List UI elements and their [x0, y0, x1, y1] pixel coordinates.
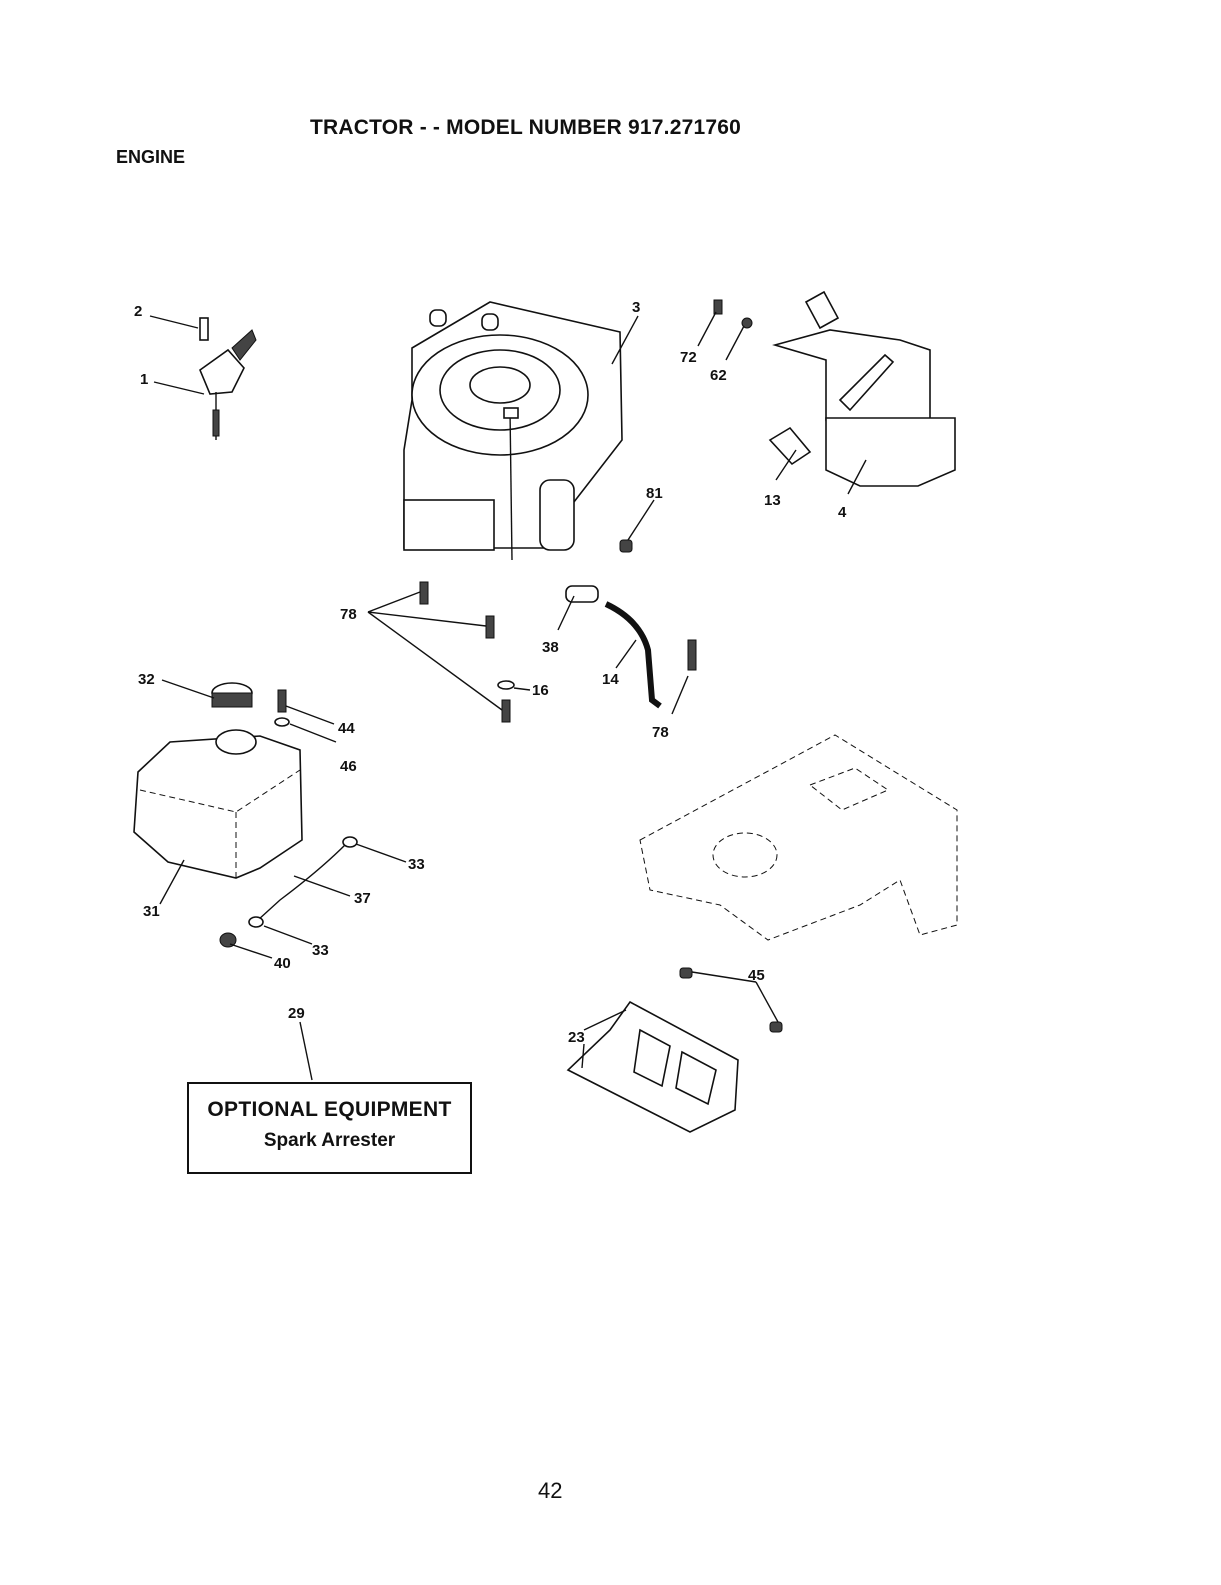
- callout-33: 33: [408, 856, 425, 873]
- callout-78: 78: [652, 724, 669, 741]
- callout-2: 2: [134, 303, 142, 320]
- callout-31: 31: [143, 903, 160, 920]
- clamp-part: [343, 837, 357, 847]
- exhaust-gasket-upper-part: [806, 292, 838, 328]
- callout-29: 29: [288, 1005, 305, 1022]
- washer-part: [498, 681, 514, 689]
- shield-screw-part: [680, 968, 692, 978]
- callout-46: 46: [340, 758, 357, 775]
- callout-81: 81: [646, 485, 663, 502]
- callout-37: 37: [354, 890, 371, 907]
- engine-part: [404, 302, 622, 560]
- engine-bolt-part: [688, 640, 696, 670]
- callout-33: 33: [312, 942, 329, 959]
- callout-16: 16: [532, 682, 549, 699]
- callout-62: 62: [710, 367, 727, 384]
- optional-equipment-subtitle: Spark Arrester: [189, 1130, 470, 1152]
- optional-equipment-title: OPTIONAL EQUIPMENT: [189, 1098, 470, 1122]
- fuel-tank-part: [134, 730, 302, 878]
- frame-opening: [810, 768, 888, 810]
- fuel-line-part: [606, 604, 660, 706]
- engine-bolt-part: [420, 582, 428, 604]
- callout-38: 38: [542, 639, 559, 656]
- callout-23: 23: [568, 1029, 585, 1046]
- callout-45: 45: [748, 967, 765, 984]
- engine-bolt-part: [486, 616, 494, 638]
- page-number: 42: [538, 1478, 562, 1504]
- tank-screw-part: [278, 690, 286, 712]
- callout-78: 78: [340, 606, 357, 623]
- shield-screw-part: [770, 1022, 782, 1032]
- engine-bolt-part: [502, 700, 510, 722]
- callout-32: 32: [138, 671, 155, 688]
- callout-44: 44: [338, 720, 355, 737]
- callout-40: 40: [274, 955, 291, 972]
- callout-72: 72: [680, 349, 697, 366]
- callout-4: 4: [838, 504, 847, 521]
- callout-3: 3: [632, 299, 640, 316]
- optional-equipment-box: OPTIONAL EQUIPMENT Spark Arrester: [187, 1082, 472, 1174]
- fuel-cap-part: [212, 683, 252, 707]
- callout-1: 1: [140, 371, 148, 388]
- nut-part: [620, 540, 632, 552]
- tank-washer-part: [275, 718, 289, 726]
- throttle-control-part: [200, 318, 256, 440]
- callout-13: 13: [764, 492, 781, 509]
- fuel-filter-part: [566, 586, 598, 602]
- frame-opening: [713, 833, 777, 877]
- callout-14: 14: [602, 671, 619, 688]
- exhaust-bolt-part: [714, 300, 722, 314]
- clamp-part: [249, 917, 263, 927]
- frame-outline: [640, 735, 957, 940]
